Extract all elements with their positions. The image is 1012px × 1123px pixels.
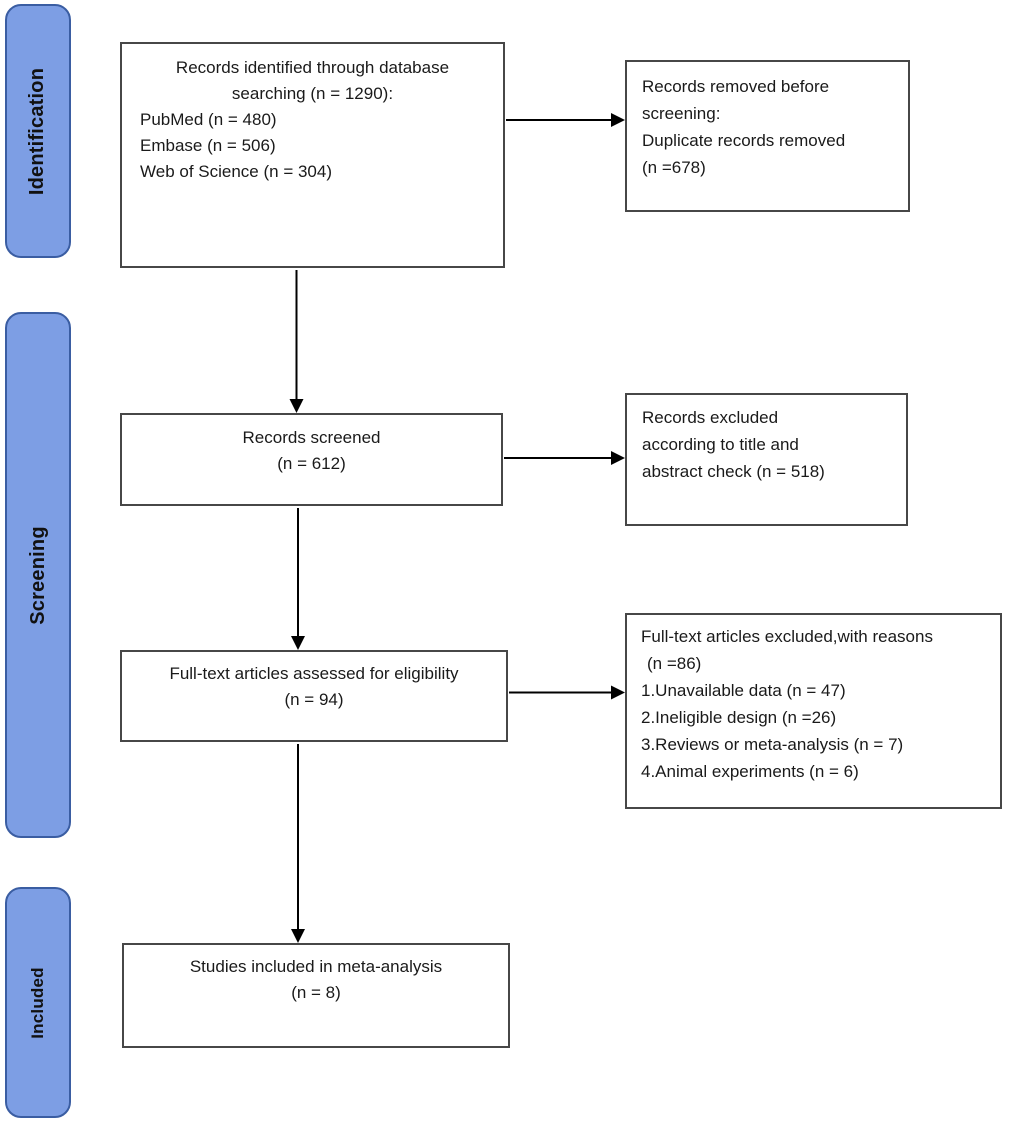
box-records-screened: Records screened (n = 612) <box>120 413 503 506</box>
stage-label-identification: Identification <box>26 67 49 195</box>
box-text-line: 2.Ineligible design (n =26) <box>641 708 837 727</box>
stage-label-included: Included <box>28 966 47 1039</box>
box-text-line: 4.Animal experiments (n = 6) <box>641 762 859 781</box>
box-text-line: according to title and <box>642 435 799 454</box>
box-text-line: Duplicate records removed <box>642 131 846 150</box>
box-text-line: abstract check (n = 518) <box>642 462 825 481</box>
stage-bar-included: Included <box>5 887 71 1118</box>
box-text-line: Records screened <box>242 428 381 447</box>
box-text-line: Studies included in meta-analysis <box>189 957 443 976</box>
stage-label-screening: Screening <box>26 525 49 625</box>
box-text-line: (n = 94) <box>284 690 344 709</box>
box-text-line: Full-text articles assessed for eligibil… <box>169 664 459 683</box>
box-fulltext-excluded: Full-text articles excluded,with reasons… <box>625 613 1002 809</box>
box-studies-included: Studies included in meta-analysis (n = 8… <box>122 943 510 1048</box>
box-text-line: Embase (n = 506) <box>140 136 276 155</box>
box-text-line: Records identified through database <box>175 58 450 77</box>
box-records-identified: Records identified through database sear… <box>120 42 505 268</box>
box-text-line: 3.Reviews or meta-analysis (n = 7) <box>641 735 904 754</box>
box-text-line: Records removed before <box>642 77 830 96</box>
box-text-line: (n =678) <box>642 158 706 177</box>
box-fulltext-assessed: Full-text articles assessed for eligibil… <box>120 650 508 742</box>
box-text-line: (n =86) <box>647 654 702 673</box>
box-text-line: (n = 612) <box>277 454 346 473</box>
box-records-removed-before-screening: Records removed before screening: Duplic… <box>625 60 910 212</box>
box-text-line: 1.Unavailable data (n = 47) <box>641 681 846 700</box>
box-text-line: (n = 8) <box>291 983 341 1002</box>
box-records-excluded-title-abstract: Records excluded according to title and … <box>625 393 908 526</box>
box-text-line: Records excluded <box>642 408 779 427</box>
box-text-line: screening: <box>642 104 721 123</box>
box-text-line: Web of Science (n = 304) <box>140 162 332 181</box>
box-text-line: Full-text articles excluded,with reasons <box>641 627 933 646</box>
stage-bar-identification: Identification <box>5 4 71 258</box>
box-text-line: PubMed (n = 480) <box>140 110 277 129</box>
stage-bar-screening: Screening <box>5 312 71 838</box>
box-text-line: searching (n = 1290): <box>231 84 394 103</box>
